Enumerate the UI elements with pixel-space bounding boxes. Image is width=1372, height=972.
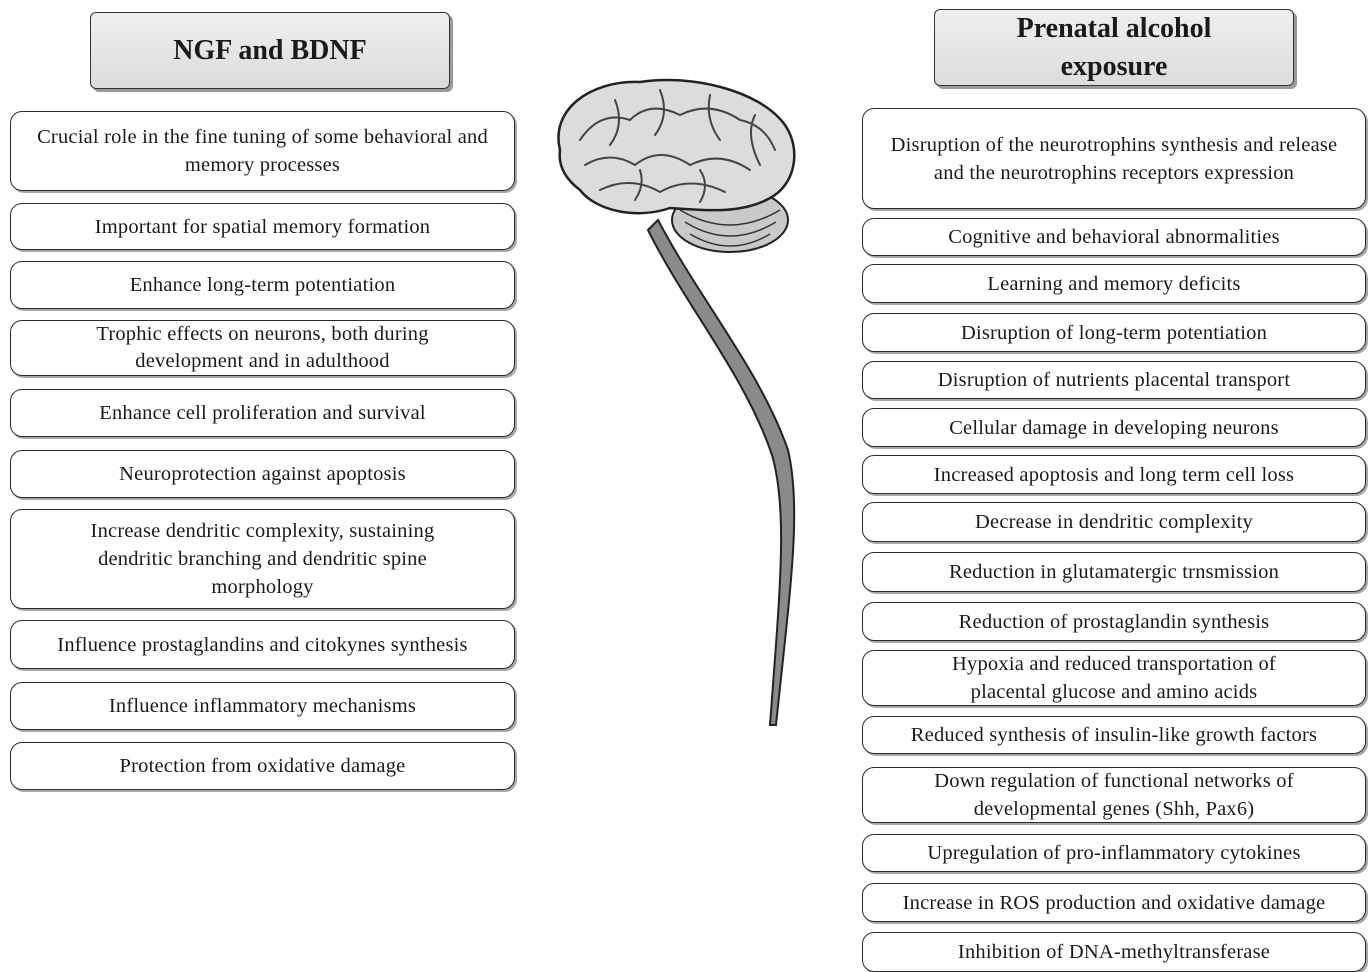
alcohol-effect-box: Disruption of the neurotrophins synthesi… <box>862 108 1366 209</box>
prenatal-alcohol-title: Prenatal alcohol exposure <box>1016 12 1212 82</box>
ngf-effect-box: Enhance long-term potentiation <box>10 261 515 309</box>
alcohol-effect-box: Increased apoptosis and long term cell l… <box>862 455 1366 494</box>
alcohol-effect-box: Inhibition of DNA-methyltransferase <box>862 932 1366 972</box>
alcohol-effect-box: Reduction in glutamatergic trnsmission <box>862 552 1366 592</box>
alcohol-effect-box: Increase in ROS production and oxidative… <box>862 883 1366 922</box>
ngf-effect-box: Influence prostaglandins and citokynes s… <box>10 620 515 669</box>
alcohol-effect-box: Reduced synthesis of insulin-like growth… <box>862 716 1366 754</box>
ngf-effect-box: Enhance cell proliferation and survival <box>10 389 515 437</box>
cerebrum-shape <box>557 78 796 215</box>
ngf-bdnf-header: NGF and BDNF <box>90 12 450 89</box>
ngf-effect-box: Neuroprotection against apoptosis <box>10 450 515 498</box>
alcohol-effect-box: Upregulation of pro-inflammatory cytokin… <box>862 834 1366 872</box>
spinal-cord-shape <box>646 218 796 726</box>
alcohol-effect-box: Disruption of nutrients placental transp… <box>862 361 1366 399</box>
alcohol-effect-box: Hypoxia and reduced transportation of pl… <box>862 650 1366 706</box>
alcohol-effect-box: Cellular damage in developing neurons <box>862 408 1366 447</box>
alcohol-effect-box: Learning and memory deficits <box>862 264 1366 303</box>
alcohol-effect-box: Decrease in dendritic complexity <box>862 502 1366 542</box>
alcohol-effect-box: Reduction of prostaglandin synthesis <box>862 602 1366 641</box>
ngf-effect-box: Increase dendritic complexity, sustainin… <box>10 509 515 609</box>
ngf-effect-box: Crucial role in the fine tuning of some … <box>10 111 515 191</box>
alcohol-effect-box: Down regulation of functional networks o… <box>862 767 1366 823</box>
prenatal-alcohol-header: Prenatal alcohol exposure <box>934 9 1294 86</box>
ngf-effect-box: Protection from oxidative damage <box>10 742 515 790</box>
alcohol-effect-box: Cognitive and behavioral abnormalities <box>862 218 1366 256</box>
ngf-effect-box: Influence inflammatory mechanisms <box>10 682 515 730</box>
ngf-bdnf-title: NGF and BDNF <box>173 34 367 66</box>
alcohol-effect-box: Disruption of long-term potentiation <box>862 313 1366 352</box>
ngf-effect-box: Important for spatial memory formation <box>10 203 515 250</box>
brain-spinal-cord-icon <box>557 78 796 726</box>
ngf-effect-box: Trophic effects on neurons, both during … <box>10 320 515 376</box>
